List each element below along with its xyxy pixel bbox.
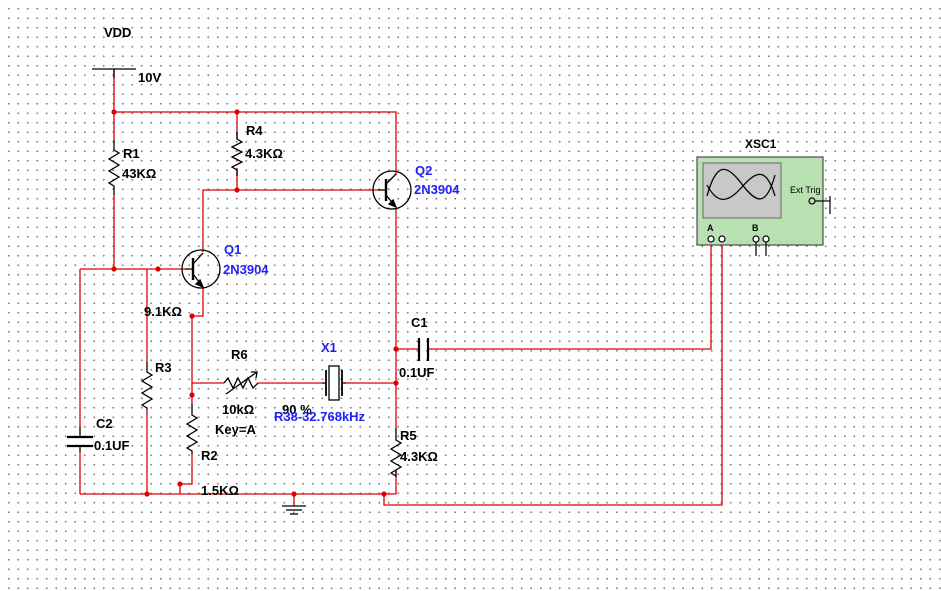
r5-resistor[interactable] <box>389 428 403 478</box>
junction-dot <box>177 481 183 487</box>
junction-dot <box>189 313 195 319</box>
junction-dot <box>155 266 161 272</box>
r4-resistor[interactable] <box>230 132 244 176</box>
x1-ref: X1 <box>321 340 337 355</box>
r5-value: 4.3KΩ <box>400 449 438 464</box>
oscilloscope-screen <box>702 162 782 219</box>
c1-value: 0.1UF <box>399 365 434 380</box>
c2-ref: C2 <box>96 416 113 431</box>
channel-b-terminals[interactable] <box>752 235 770 256</box>
ext-trig-terminal[interactable] <box>808 196 831 214</box>
x1-crystal[interactable] <box>322 365 346 401</box>
vdd-label: VDD <box>104 25 131 40</box>
c1-ref: C1 <box>411 315 428 330</box>
q2-model: 2N3904 <box>414 182 460 197</box>
r6-potentiometer[interactable] <box>223 371 259 395</box>
junction-dot <box>393 346 399 352</box>
vdd-value: 10V <box>138 70 161 85</box>
c1-capacitor[interactable] <box>417 338 430 361</box>
junction-dot <box>381 491 387 497</box>
vdd-source[interactable] <box>92 68 136 78</box>
r1-resistor[interactable] <box>107 140 121 195</box>
r4-value: 4.3KΩ <box>245 146 283 161</box>
junctions <box>111 109 399 497</box>
r1-value: 43KΩ <box>122 166 156 181</box>
wire-c1-right <box>428 244 712 350</box>
r6-value: 10kΩ <box>222 402 254 417</box>
oscilloscope-wave-b <box>706 173 776 200</box>
oscilloscope-xsc1[interactable]: XSC1 Ext Trig A B <box>696 137 831 256</box>
junction-dot <box>111 266 117 272</box>
wires <box>79 70 723 506</box>
wire-vdd-rail <box>113 70 397 175</box>
junction-dot <box>234 109 240 115</box>
ground-symbol[interactable] <box>282 505 306 515</box>
q1-transistor[interactable] <box>181 249 221 289</box>
r2-ref: R2 <box>201 448 218 463</box>
q2-transistor[interactable] <box>372 170 412 210</box>
ext-trig-label: Ext Trig <box>790 185 821 195</box>
c2-value: 0.1UF <box>94 438 129 453</box>
wire-r2-bottom <box>179 454 193 494</box>
x1-model: R38-32.768kHz <box>274 409 366 424</box>
junction-dot <box>144 491 150 497</box>
q2-ref: Q2 <box>415 163 432 178</box>
channel-a-terminals[interactable] <box>707 235 726 243</box>
junction-dot <box>234 187 240 193</box>
channel-b-label: B <box>752 223 759 233</box>
junction-dot <box>189 392 195 398</box>
r2-resistor[interactable] <box>185 404 199 454</box>
r6-ref: R6 <box>231 347 248 362</box>
junction-dot <box>291 491 297 497</box>
r3-resistor[interactable] <box>140 362 154 410</box>
r3-ref: R3 <box>155 360 172 375</box>
r1-ref: R1 <box>123 146 140 161</box>
junction-dot <box>111 109 117 115</box>
junction-dot <box>393 380 399 386</box>
r2-value: 1.5KΩ <box>201 483 239 498</box>
q1-ref: Q1 <box>224 242 241 257</box>
r5-ref: R5 <box>400 428 417 443</box>
node-9k1-label: 9.1KΩ <box>144 304 182 319</box>
oscilloscope-ref: XSC1 <box>745 137 777 151</box>
c2-capacitor[interactable] <box>67 427 93 452</box>
r6-key: Key=A <box>215 422 256 437</box>
wire-scope-a-return <box>383 244 723 506</box>
r4-ref: R4 <box>246 123 263 138</box>
wire-q1-emitter <box>191 287 204 404</box>
wire-q1-collector <box>202 189 378 252</box>
oscilloscope-wave-a <box>706 168 776 200</box>
q1-model: 2N3904 <box>223 262 269 277</box>
channel-a-label: A <box>707 223 714 233</box>
r6-percent: 90 % <box>282 402 312 417</box>
